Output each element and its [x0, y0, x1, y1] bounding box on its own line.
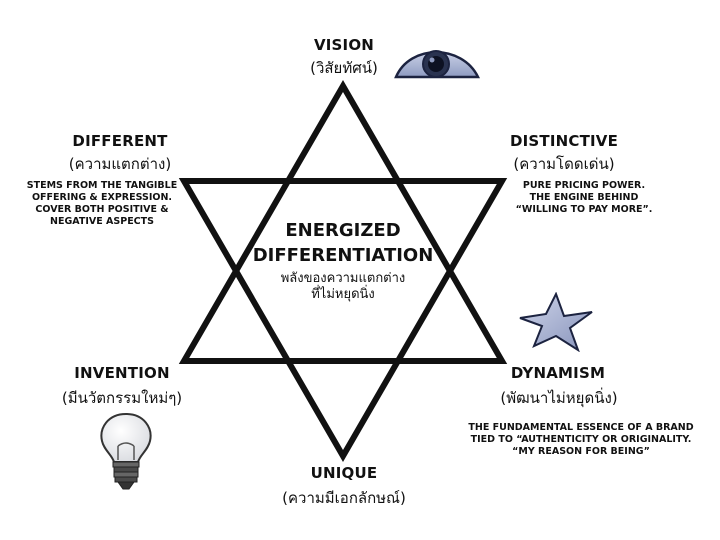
- unique-title: UNIQUE: [310, 464, 378, 482]
- vision-title: VISION: [313, 36, 375, 54]
- center-thai-line1: พลังของความแตกต่าง: [280, 271, 406, 286]
- center-title-line1: ENERGIZED: [285, 220, 401, 241]
- dynamism-thai-label: (พัฒนาไม่หยุดนิ่ง): [500, 389, 618, 407]
- different-description: STEMS FROM THE TANGIBLE OFFERING & EXPRE…: [26, 180, 178, 227]
- center-title-line2: DIFFERENTIATION: [252, 245, 434, 266]
- unique-thai-label: (ความมีเอกลักษณ์): [282, 489, 406, 507]
- upward-triangle: [178, 80, 508, 364]
- distinctive-thai-label: (ความโดดเด่น): [513, 155, 615, 173]
- vision-thai-label: (วิสัยทัศน์): [310, 59, 378, 77]
- star-shape-icon: [519, 292, 593, 352]
- different-thai-label: (ความแตกต่าง): [68, 155, 172, 173]
- invention-thai-label: (มีนวัตกรรมใหม่ๆ): [61, 389, 183, 407]
- distinctive-description: PURE PRICING POWER. THE ENGINE BEHIND “W…: [515, 180, 653, 215]
- invention-title: INVENTION: [74, 364, 170, 382]
- lightbulb-icon: [100, 412, 152, 490]
- dynamism-title: DYNAMISM: [510, 364, 606, 382]
- eye-icon: [394, 50, 480, 79]
- center-label: ENERGIZED DIFFERENTIATION พลังของความแตก…: [232, 218, 454, 303]
- different-title: DIFFERENT: [72, 132, 168, 150]
- downward-triangle: [178, 178, 508, 462]
- center-thai-line2: ที่ไม่หยุดนิ่ง: [311, 287, 375, 302]
- dynamism-description: THE FUNDAMENTAL ESSENCE OF A BRAND TIED …: [468, 422, 694, 457]
- distinctive-title: DISTINCTIVE: [509, 132, 619, 150]
